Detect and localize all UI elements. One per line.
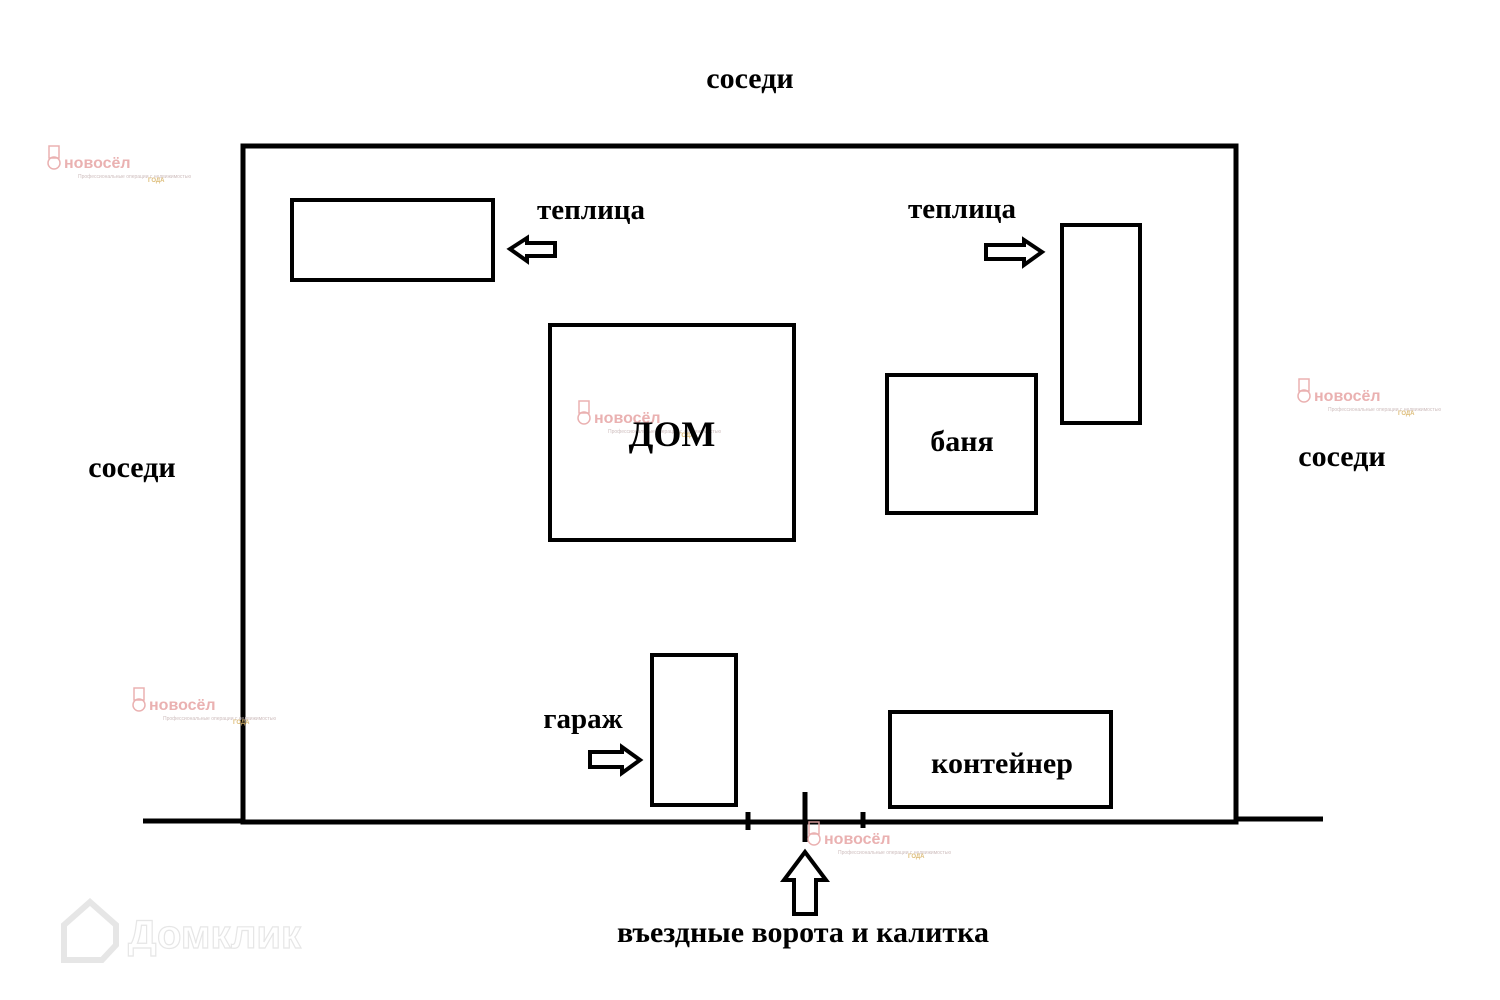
label-bathhouse: баня	[930, 425, 994, 458]
svg-text:новосёл: новосёл	[149, 697, 216, 714]
svg-text:Домклик: Домклик	[128, 913, 302, 957]
arrow-up-icon	[780, 848, 830, 916]
svg-text:ГОДА: ГОДА	[148, 178, 165, 184]
container	[888, 710, 1113, 809]
bathhouse	[885, 373, 1038, 515]
label-neighbors-right: соседи	[1298, 440, 1385, 473]
house	[548, 323, 796, 542]
svg-text:Профессиональные операции с не: Профессиональные операции с недвижимость…	[838, 850, 951, 856]
garage	[650, 653, 738, 807]
svg-text:Профессиональные операции с не: Профессиональные операции с недвижимость…	[78, 174, 191, 180]
svg-text:Профессиональные операции с не: Профессиональные операции с недвижимость…	[163, 716, 276, 722]
label-house: ДОМ	[629, 414, 716, 454]
novosel-watermark: новосёл Профессиональные операции с недв…	[47, 145, 191, 184]
novosel-watermark: новосёл Профессиональные операции с недв…	[807, 821, 951, 860]
arrow-right-icon	[588, 743, 644, 777]
plot-boundary	[240, 143, 1239, 825]
svg-text:Профессиональные операции с не: Профессиональные операции с недвижимость…	[608, 429, 721, 435]
greenhouse-right	[1060, 223, 1142, 425]
label-neighbors-top: соседи	[706, 62, 793, 95]
domclick-logo-icon	[61, 897, 119, 963]
domclick-watermark: Домклик	[61, 897, 303, 963]
svg-text:новосёл: новосёл	[64, 155, 131, 172]
svg-text:ГОДА: ГОДА	[1398, 411, 1415, 417]
svg-text:новосёл: новосёл	[824, 831, 891, 848]
svg-text:Профессиональные операции с не: Профессиональные операции с недвижимость…	[1328, 407, 1441, 413]
svg-text:ГОДА: ГОДА	[678, 433, 695, 439]
novosel-watermark: новосёл Профессиональные операции с недв…	[1297, 378, 1441, 417]
svg-text:ГОДА: ГОДА	[908, 854, 925, 860]
svg-text:новосёл: новосёл	[594, 410, 661, 427]
label-neighbors-left: соседи	[88, 451, 175, 484]
label-greenhouse-right: теплица	[908, 193, 1017, 225]
arrow-left-icon	[506, 234, 557, 265]
svg-text:новосёл: новосёл	[1314, 388, 1381, 405]
novosel-watermark: новосёл Профессиональные операции с недв…	[577, 400, 721, 439]
greenhouse-left	[290, 198, 495, 282]
label-entrance: въездные ворота и калитка	[617, 916, 989, 949]
label-greenhouse-left: теплица	[537, 194, 646, 226]
label-container: контейнер	[931, 747, 1073, 780]
svg-text:ГОДА: ГОДА	[233, 720, 250, 726]
novosel-watermark: новосёл Профессиональные операции с недв…	[132, 687, 276, 726]
label-garage: гараж	[543, 703, 622, 735]
arrow-right-icon	[984, 236, 1046, 269]
